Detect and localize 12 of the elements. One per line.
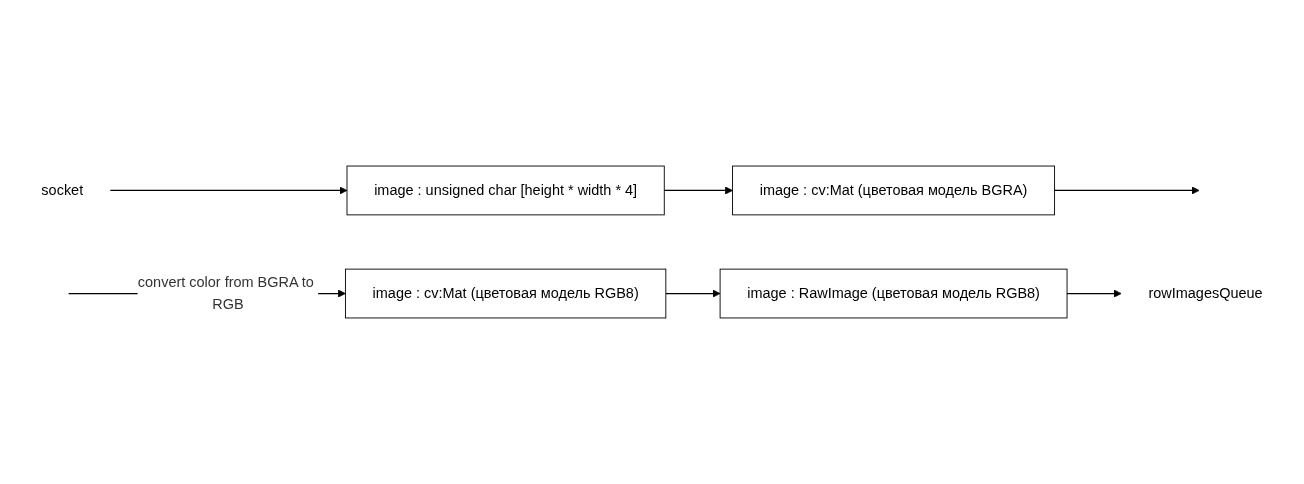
arrow: [109, 186, 348, 195]
arrow: [1066, 289, 1122, 298]
arrow: [1054, 186, 1200, 195]
node-box: image : unsigned char [height * width * 4]: [346, 165, 665, 216]
arrow: [665, 289, 721, 298]
node-text: rowImagesQueue: [1148, 285, 1263, 301]
edge-label: convert color from BGRA to RGB: [137, 274, 314, 312]
node-box: image : RawImage (цветовая модель RGB8): [719, 268, 1068, 319]
arrow: [663, 186, 733, 195]
node-box: image : cv:Mat (цветовая модель BGRA): [732, 165, 1055, 216]
node-text: socket: [41, 182, 84, 198]
node-box: image : cv:Mat (цветовая модель RGB8): [345, 268, 667, 319]
